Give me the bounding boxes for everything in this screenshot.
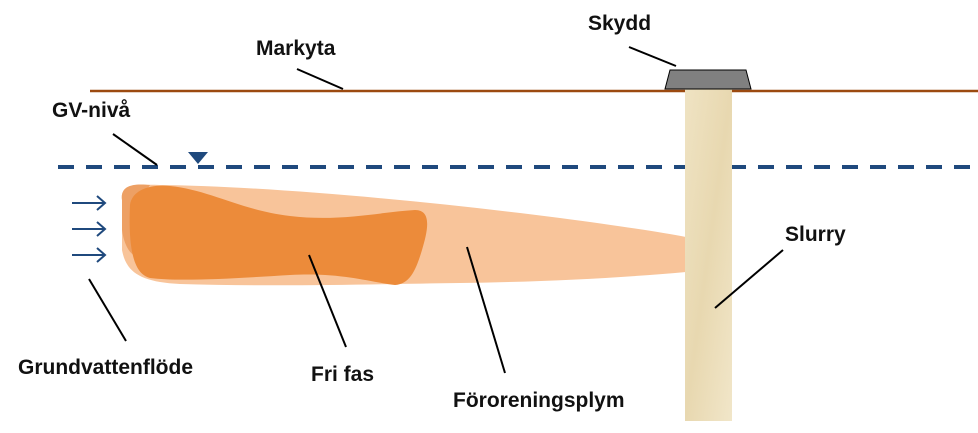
markyta-leader-line (296, 68, 344, 90)
slurry-label: Slurry (785, 223, 846, 246)
fororeningsplym-leader-line (466, 246, 506, 374)
free-phase-body (129, 185, 428, 285)
skydd-label: Skydd (588, 12, 652, 35)
skydd-leader-line (628, 46, 677, 67)
slurry-leader-line (714, 249, 784, 309)
gv-niva-leader-line (112, 133, 158, 166)
arrow-right-icon (72, 221, 107, 237)
fri-fas-label: Fri fas (311, 363, 375, 386)
slurry-wall (685, 89, 732, 421)
grundvattenflode-leader-line (88, 278, 127, 342)
groundwater-flow-arrows (72, 195, 107, 263)
water-table-triangle-icon (188, 152, 208, 164)
gv-niva-label: GV-nivå (52, 99, 131, 122)
fororeningsplym-label: Föroreningsplym (453, 389, 625, 412)
markyta-label: Markyta (256, 37, 336, 60)
grundvattenflode-label: Grundvattenflöde (18, 356, 194, 379)
cover-cap (664, 69, 752, 90)
fri-fas-leader-line (308, 254, 347, 348)
arrow-right-icon (72, 195, 107, 211)
arrow-right-icon (72, 247, 107, 263)
